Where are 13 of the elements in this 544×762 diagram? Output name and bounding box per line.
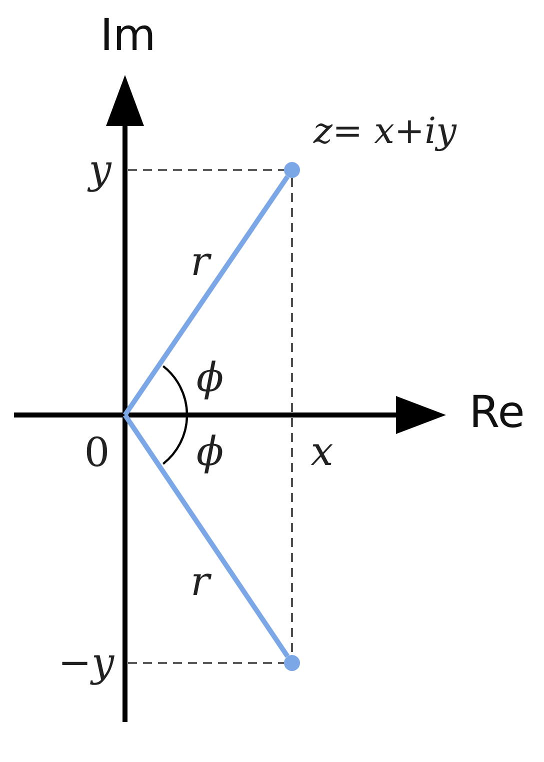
angle-label: ϕ: [196, 358, 224, 398]
radius-line: [122, 175, 290, 416]
radius-line: [122, 414, 290, 658]
point-label: z= x+iy: [314, 114, 456, 150]
origin-label: 0: [84, 433, 110, 473]
tick-label: x: [310, 432, 334, 472]
point-dot: [284, 162, 300, 178]
tick-label: −y: [58, 643, 114, 683]
axis-label: Re: [469, 391, 525, 435]
tick-label: y: [88, 150, 112, 190]
angle-label: ϕ: [196, 432, 224, 472]
point-dot: [284, 655, 300, 671]
axis-label: Im: [100, 14, 156, 58]
